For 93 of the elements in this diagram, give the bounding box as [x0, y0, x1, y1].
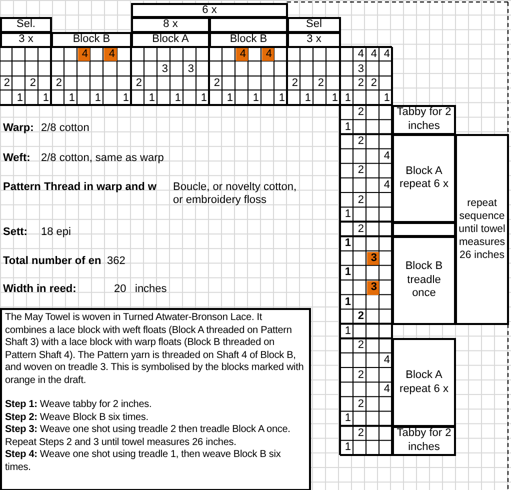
shaft-number: 4	[382, 48, 391, 61]
shaft-number: 1	[382, 91, 391, 105]
shaft-number: 2	[54, 77, 63, 90]
shaft-number: 2	[134, 77, 143, 90]
treadling-note: Block A repeat 6 x	[392, 134, 456, 223]
block-header: Block A	[131, 32, 210, 48]
shaft-number: 2	[290, 77, 299, 90]
shaft-number: 4	[382, 383, 391, 397]
repeat-header: 3 x	[287, 32, 341, 48]
shaft-number: 2	[356, 339, 365, 353]
pattern-shaft-number: 4	[236, 48, 248, 61]
shaft-number: 1	[330, 91, 339, 105]
field-label: Sett:	[3, 226, 28, 239]
header-box	[209, 17, 288, 33]
shaft-number: 3	[160, 62, 169, 76]
shaft-number: 2	[28, 77, 37, 90]
section-header: Sel	[287, 17, 341, 33]
shaft-number: 1	[344, 441, 352, 455]
shaft-number: 1	[42, 91, 50, 105]
field-value: 362	[107, 255, 126, 268]
field-label: Total number of en	[3, 255, 102, 268]
notes-panel	[0, 308, 311, 490]
shaft-number: 2	[356, 194, 365, 208]
shaft-number: 3	[356, 62, 365, 76]
pattern-shaft-number: 3	[367, 281, 379, 295]
shaft-number: 4	[356, 48, 365, 61]
shaft-number: 1	[344, 120, 352, 134]
shaft-number: 4	[370, 48, 378, 61]
field-label: Weft:	[3, 152, 30, 165]
field-value: 2/8 cotton, same as warp	[41, 152, 164, 165]
treadling-note: Tabby for 2 inches	[392, 426, 456, 456]
block-header: Block B	[51, 32, 132, 48]
pattern-shaft-number: 4	[104, 48, 117, 61]
field-value: Boucle, or novelty cotton, or embroidery floss	[173, 181, 298, 207]
shaft-number: 2	[356, 106, 365, 120]
shaft-number: 2	[356, 310, 365, 324]
shaft-number: 2	[356, 164, 365, 178]
shaft-number: 1	[344, 91, 352, 105]
shaft-number: 2	[356, 77, 365, 90]
shaft-number: 3	[186, 62, 195, 76]
field-value: 2/8 cotton	[41, 122, 90, 135]
shaft-number: 2	[356, 368, 365, 382]
shaft-number: 1	[174, 91, 182, 105]
block-header: Block B	[209, 32, 288, 48]
shaft-number: 4	[382, 354, 391, 368]
shaft-number: 1	[304, 91, 312, 105]
shaft-number: 2	[356, 426, 365, 440]
treadling-note: Block A repeat 6 x	[392, 338, 456, 427]
shaft-number: 1	[344, 237, 352, 251]
shaft-number: 4	[382, 150, 391, 164]
field-value: inches	[135, 283, 167, 296]
shaft-number: 2	[212, 77, 221, 90]
field-label: Warp:	[3, 122, 34, 135]
shaft-number: 1	[148, 91, 156, 105]
shaft-number: 1	[344, 412, 352, 426]
field-value: 20	[114, 283, 126, 296]
shaft-number: 1	[200, 91, 208, 105]
shaft-number: 1	[226, 91, 234, 105]
shaft-number: 2	[356, 398, 365, 412]
step-text: Step 2: Weave Block B six times.	[5, 412, 150, 424]
repeat-header: 8 x	[131, 17, 210, 33]
shaft-number: 1	[16, 91, 24, 105]
shaft-number: 2	[316, 77, 325, 90]
shaft-number: 2	[2, 77, 11, 90]
shaft-number: 2	[370, 77, 378, 90]
field-value: 18 epi	[41, 226, 71, 239]
shaft-number: 1	[344, 266, 352, 280]
step-text: Step 4: Weave one shot using treadle 1, then weave Block B six times.	[5, 449, 282, 474]
step-text: Step 3: Weave one shot using treadle 2 then treadle Block A once. Repeat Steps 2 and 3 until towel measures 26 inches.	[5, 424, 292, 449]
repeat-header: 3 x	[0, 32, 52, 48]
repeat-header: 6 x	[131, 3, 288, 18]
pattern-shaft-number: 4	[78, 48, 90, 61]
shaft-number: 1	[252, 91, 260, 105]
section-header: Sel.	[0, 17, 52, 33]
shaft-number: 4	[382, 178, 391, 192]
field-label: Width in reed:	[3, 283, 76, 296]
shaft-number: 1	[68, 91, 76, 105]
shaft-number: 2	[356, 135, 365, 149]
shaft-number: 1	[94, 91, 102, 105]
treadling-note: Tabby for 2 inches	[392, 105, 456, 136]
shaft-number: 1	[344, 324, 352, 338]
repeat-note: repeat sequence until towel measures 26 inches	[455, 134, 509, 325]
shaft-number: 1	[122, 91, 130, 105]
treadling-note: Block B treadle once	[392, 236, 456, 325]
shaft-number: 2	[356, 222, 365, 236]
step-text: Step 1: Weave tabby for 2 inches.	[5, 399, 153, 412]
field-label: Pattern Thread in warp and w	[3, 181, 156, 194]
pattern-shaft-number: 4	[262, 48, 274, 61]
shaft-number: 1	[344, 208, 352, 222]
shaft-number: 1	[278, 91, 286, 105]
description-paragraph: The May Towel is woven in Turned Atwater-Bronson Lace. It combines a lace block with weft floats (Block A threaded on Pattern Shaft 3) with a lace block with warp floats (Block B threaded on Pattern Shaft 4). The Pattern yarn is threaded on Shaft 4 of Block B, and woven on treadle 3. This is symbolised by the blocks marked with orange in the draft.	[5, 312, 305, 387]
shaft-number: 1	[344, 296, 352, 310]
pattern-shaft-number: 3	[367, 252, 379, 266]
